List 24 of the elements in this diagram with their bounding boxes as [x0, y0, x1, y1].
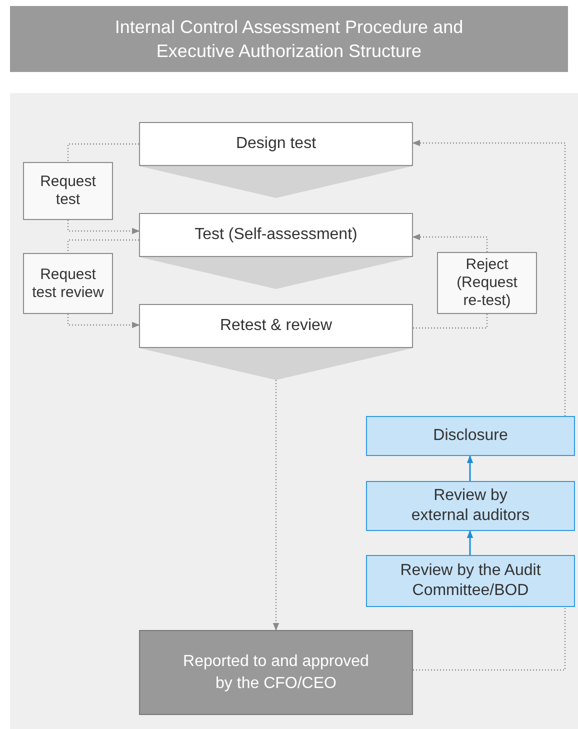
chevron-arrow	[139, 166, 413, 198]
arrow	[412, 140, 566, 416]
connector-line	[67, 143, 139, 162]
title: Internal Control Assessment Procedure and Executive Authorization Structure	[114, 16, 464, 63]
arrow	[139, 348, 413, 631]
review-box: Review by external auditors	[366, 481, 575, 531]
arrow	[466, 530, 474, 555]
request-box: Request test	[23, 162, 113, 220]
process-box: Design test	[139, 122, 413, 166]
connector-line	[67, 239, 139, 253]
request-box: Request test review	[23, 253, 113, 314]
request-box: Reject (Request re-test)	[437, 252, 537, 314]
arrow	[67, 314, 140, 328]
connector-line	[413, 314, 488, 329]
approval-box: Reported to and approved by the CFO/CEO	[139, 630, 413, 715]
arrow	[412, 234, 488, 252]
process-box: Test (Self-assessment)	[139, 213, 413, 257]
review-box: Review by the Audit Committee/BOD	[366, 555, 575, 607]
connector-line	[413, 607, 566, 671]
process-box: Retest & review	[139, 304, 413, 348]
chevron-arrow	[139, 257, 413, 289]
review-box: Disclosure	[366, 416, 575, 456]
arrow	[466, 455, 474, 481]
arrow	[67, 220, 140, 234]
